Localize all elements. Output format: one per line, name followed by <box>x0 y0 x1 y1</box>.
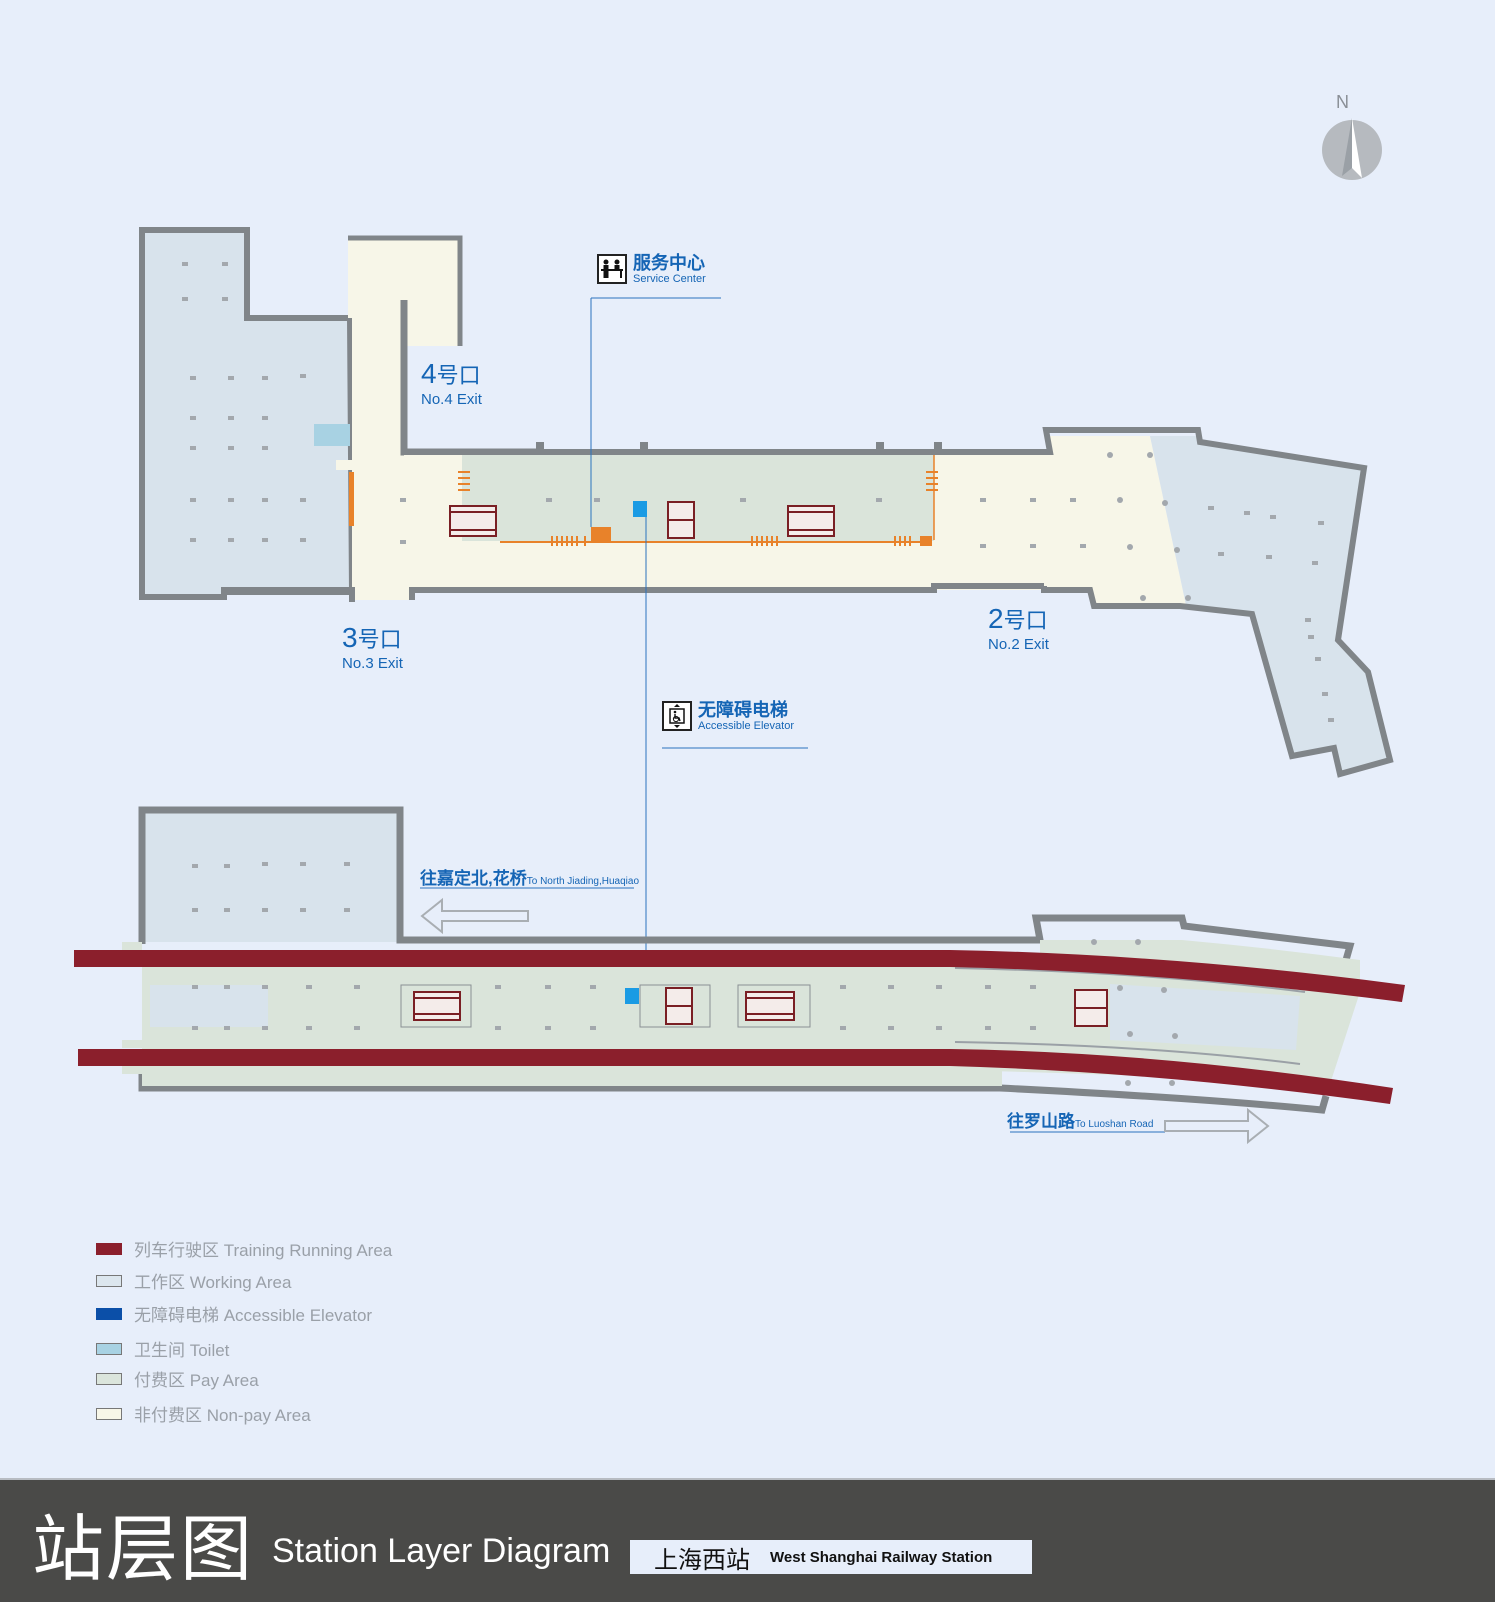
working-area-east <box>1150 436 1390 772</box>
footer-banner: 站层图 Station Layer Diagram 上海西站 West Shan… <box>0 1478 1495 1602</box>
nonpay-area-east <box>934 436 1186 605</box>
legend-swatch <box>96 1242 122 1255</box>
legend-swatch <box>96 1342 122 1355</box>
stair-icon <box>665 987 693 1025</box>
legend-item-pay-area: 付费区 Pay Area <box>96 1366 259 1391</box>
service-desk-icon <box>597 254 627 284</box>
accessible-elevator-platform <box>625 988 639 1004</box>
legend-item-accessible-elevator: 无障碍电梯 Accessible Elevator <box>96 1301 372 1326</box>
callout-leaders <box>420 297 1165 1133</box>
north-arrow-icon <box>1322 118 1382 180</box>
working-area-west <box>139 227 356 600</box>
exit-3-label: 3号口 No.3 Exit <box>342 622 403 673</box>
arrow-right-icon <box>1164 1107 1270 1145</box>
platform-level <box>74 806 1405 1145</box>
legend-item-working-area: 工作区 Working Area <box>96 1268 291 1293</box>
legend-swatch <box>96 1307 122 1320</box>
legend-swatch <box>96 1274 122 1287</box>
accessible-elevator-callout: 无障碍电梯 Accessible Elevator <box>662 700 794 732</box>
track-north <box>74 950 1405 1002</box>
exit-4-label: 4号口 No.4 Exit <box>421 358 482 409</box>
exit-2-label: 2号口 No.2 Exit <box>988 603 1049 654</box>
station-name-en: West Shanghai Railway Station <box>770 1548 993 1566</box>
accessible-elevator-concourse <box>633 501 647 517</box>
escalator-icon <box>787 505 835 537</box>
page-title-cn: 站层图 <box>32 1507 255 1591</box>
page-title-en: Station Layer Diagram <box>272 1532 611 1570</box>
working-area-platform <box>142 810 400 942</box>
service-center-callout: 服务中心 Service Center <box>597 253 706 285</box>
escalator-icon <box>745 991 795 1021</box>
direction-east-label: 往罗山路To Luoshan Road <box>1007 1112 1154 1131</box>
legend-item-toilet: 卫生间 Toilet <box>96 1336 229 1361</box>
escalator-icon <box>413 991 461 1021</box>
wheelchair-elevator-icon <box>662 701 692 731</box>
station-name-box: 上海西站 West Shanghai Railway Station <box>630 1540 1032 1574</box>
stair-icon <box>667 501 695 539</box>
legend-item-nonpay-area: 非付费区 Non-pay Area <box>96 1401 311 1426</box>
escalator-icon <box>449 505 497 537</box>
north-label: N <box>1336 92 1349 112</box>
arrow-left-icon <box>420 897 529 935</box>
stair-icon <box>1074 989 1108 1027</box>
gate-line-west <box>349 472 354 526</box>
direction-west-label: 往嘉定北,花桥To North Jiading,Huaqiao <box>420 869 640 888</box>
track-south <box>78 1049 1393 1104</box>
legend-swatch <box>96 1407 122 1420</box>
concourse-level <box>139 227 1394 778</box>
pay-area-concourse <box>462 455 934 541</box>
fare-gate-line <box>458 455 938 546</box>
legend-item-train-running: 列车行驶区 Training Running Area <box>96 1236 392 1261</box>
station-name-cn: 上海西站 <box>654 1545 750 1574</box>
legend-swatch <box>96 1372 122 1385</box>
toilet <box>314 424 350 446</box>
